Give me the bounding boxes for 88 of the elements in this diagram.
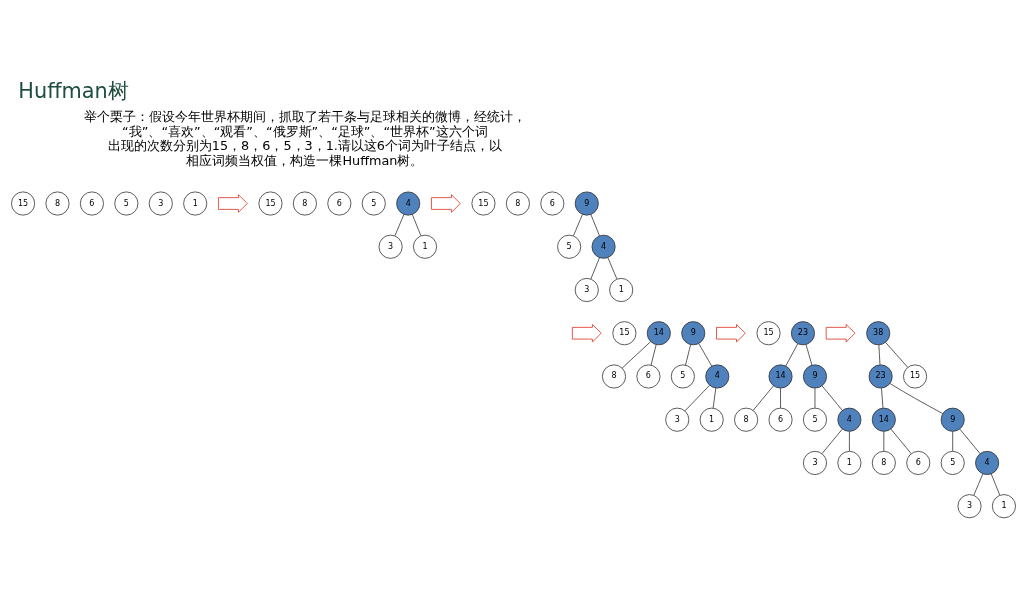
node-circle: 8	[505, 191, 530, 216]
node-circle: 15	[756, 321, 781, 346]
connector	[952, 431, 954, 452]
node-circle: 14	[871, 407, 896, 432]
node-circle: 8	[292, 191, 317, 216]
node-circle: 3	[957, 494, 982, 519]
node-circle: 1	[699, 407, 724, 432]
connector	[621, 341, 651, 369]
connector	[973, 473, 984, 496]
node-arrow	[571, 324, 602, 343]
node-circle: 3	[574, 278, 599, 302]
connector	[573, 214, 583, 237]
node-circle: 5	[802, 407, 827, 432]
node-circle: 1	[609, 278, 634, 302]
node-circle: 8	[45, 191, 70, 216]
node-circle: 6	[540, 191, 565, 216]
connector	[889, 383, 943, 414]
node-circle: 3	[802, 450, 827, 475]
node-circle: 1	[837, 450, 862, 475]
connector	[650, 344, 657, 366]
connector	[785, 343, 799, 367]
node-circle: 5	[940, 450, 965, 475]
node-circle: 6	[906, 450, 931, 475]
connector	[590, 257, 600, 280]
node-circle: 23	[790, 321, 815, 346]
node-circle: 6	[79, 191, 104, 216]
node-circle: 5	[114, 191, 139, 216]
node-circle: 1	[183, 191, 208, 216]
connector	[607, 257, 618, 280]
connector	[959, 428, 981, 454]
connector	[411, 214, 422, 237]
node-circle: 8	[871, 450, 896, 475]
connector	[752, 385, 774, 411]
node-circle: 5	[361, 191, 386, 216]
node-circle: 15	[11, 191, 36, 216]
node-circle: 9	[574, 191, 599, 216]
node-arrow	[218, 194, 248, 213]
node-circle: 6	[636, 364, 661, 389]
connector	[712, 387, 717, 409]
connector	[698, 343, 713, 367]
node-arrow	[716, 324, 746, 343]
node-circle: 5	[670, 364, 695, 389]
node-circle: 8	[734, 407, 759, 432]
diagram-title: Huffman树	[18, 79, 129, 104]
node-circle: 9	[802, 364, 827, 389]
node-circle: 23	[868, 364, 893, 389]
node-circle: 15	[903, 364, 928, 389]
node-circle: 4	[705, 364, 730, 389]
connector	[881, 387, 884, 409]
node-circle: 6	[768, 407, 793, 432]
node-circle: 15	[471, 191, 496, 216]
connector	[684, 384, 710, 412]
connector	[590, 214, 600, 237]
node-circle: 14	[768, 364, 793, 389]
connector	[890, 428, 912, 454]
node-arrow	[825, 324, 856, 343]
node-circle: 6	[327, 191, 352, 216]
node-circle: 4	[591, 234, 616, 259]
connector	[805, 344, 813, 366]
connector	[814, 387, 816, 409]
node-circle: 5	[557, 234, 582, 259]
node-circle: 9	[681, 321, 706, 346]
node-circle: 4	[837, 407, 862, 432]
connector	[990, 473, 1001, 496]
node-circle: 4	[396, 191, 421, 216]
connector	[394, 214, 405, 237]
connector	[885, 342, 908, 368]
node-circle: 1	[413, 234, 438, 259]
node-circle: 14	[646, 321, 671, 346]
connector	[883, 431, 885, 452]
node-circle: 3	[148, 191, 173, 216]
connector	[878, 344, 881, 366]
node-circle: 15	[258, 191, 283, 216]
node-arrow	[431, 194, 461, 213]
node-circle: 3	[665, 407, 690, 432]
node-circle: 8	[602, 364, 626, 389]
node-circle: 4	[975, 450, 1000, 475]
node-circle: 3	[378, 234, 403, 259]
node-circle: 9	[940, 407, 965, 432]
node-circle: 1	[991, 494, 1016, 519]
label: 举个栗子：假设今年世界杯期间，抓取了若干条与足球相关的微博，经统计，“我”、“喜欢”、“观看”、“俄罗斯”、“足球”、“世界杯”这六个词出现的次数分别为15，8，6，5，3，1.请以这6个词为叶子结点，以相应词频当权值，构造一棵Huffman树。	[83, 109, 526, 168]
connector	[849, 431, 850, 452]
connector	[685, 344, 691, 366]
connector	[821, 385, 843, 411]
node-circle: 15	[612, 321, 637, 346]
connector	[821, 428, 843, 454]
connector	[780, 387, 781, 409]
node-circle: 38	[866, 321, 891, 346]
